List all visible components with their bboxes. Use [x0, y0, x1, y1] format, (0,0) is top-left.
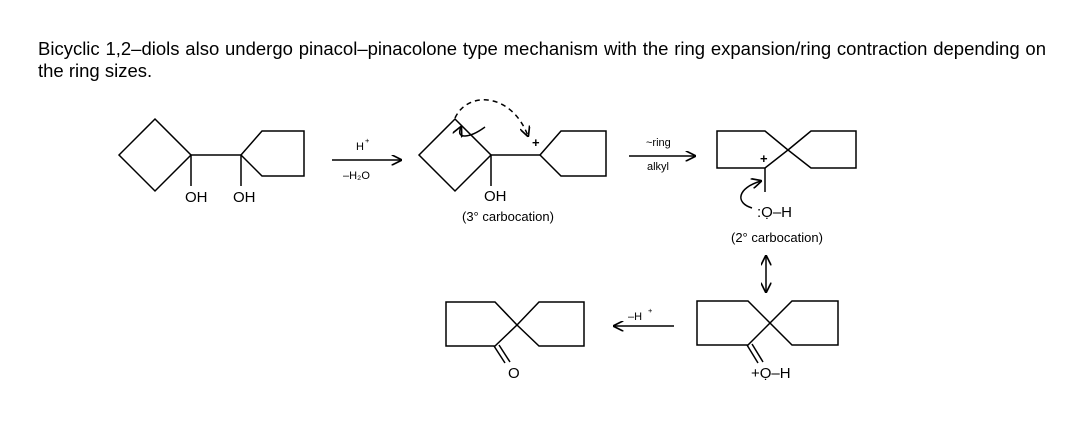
right-five-ring	[768, 300, 839, 346]
right-five-ring	[515, 301, 585, 347]
left-five-ring	[445, 301, 519, 347]
right-five-ring	[786, 130, 857, 169]
step2-arrow: ~ring alkyl	[629, 137, 695, 173]
step2-reagent-bottom: alkyl	[647, 161, 669, 173]
step3-arrow: –H +	[614, 306, 674, 326]
cyclopentane-ring	[239, 130, 305, 177]
step1-reagent-top-sup: +	[365, 136, 370, 145]
oh-label-left: OH	[185, 189, 208, 206]
tertiary-carbocation-structure: + OH (3° carbocation)	[417, 99, 607, 224]
cation-charge: +	[532, 135, 540, 150]
oxonium-structure: +Ọ–H	[696, 300, 839, 382]
secondary-carbocation-structure: + :Ọ–H (2° carbocation)	[716, 130, 857, 245]
step3-reagent: –H	[628, 311, 642, 323]
oh-label: OH	[484, 188, 507, 205]
carbocation-caption: (3° carbocation)	[462, 209, 554, 224]
oxygen-label: O	[508, 365, 520, 382]
oh-label: :Ọ–H	[757, 204, 792, 221]
step1-arrow: H + –H₂O	[332, 136, 401, 182]
oxonium-label: +Ọ–H	[751, 365, 791, 382]
step3-reagent-sup: +	[648, 306, 653, 315]
step1-reagent-top: H	[356, 141, 364, 153]
migration-curved-arrow-dashed	[454, 99, 528, 136]
intro-text: Bicyclic 1,2–diols also undergo pinacol–…	[38, 38, 1046, 81]
step2-reagent-top: ~ring	[646, 137, 671, 149]
cation-charge: +	[760, 151, 768, 166]
step1-reagent-bottom: –H₂O	[343, 170, 370, 182]
left-five-ring	[716, 130, 790, 169]
oh-label-right: OH	[233, 189, 256, 206]
product-structure: O	[445, 301, 585, 382]
carbocation-caption: (2° carbocation)	[731, 230, 823, 245]
cyclobutane-ring	[117, 117, 193, 193]
left-five-ring	[696, 300, 772, 346]
lone-pair-curved-arrow	[740, 181, 761, 209]
diol-structure: OH OH	[117, 117, 305, 206]
bond-curved-arrow	[460, 127, 486, 136]
cyclopentane-ring	[538, 130, 607, 177]
